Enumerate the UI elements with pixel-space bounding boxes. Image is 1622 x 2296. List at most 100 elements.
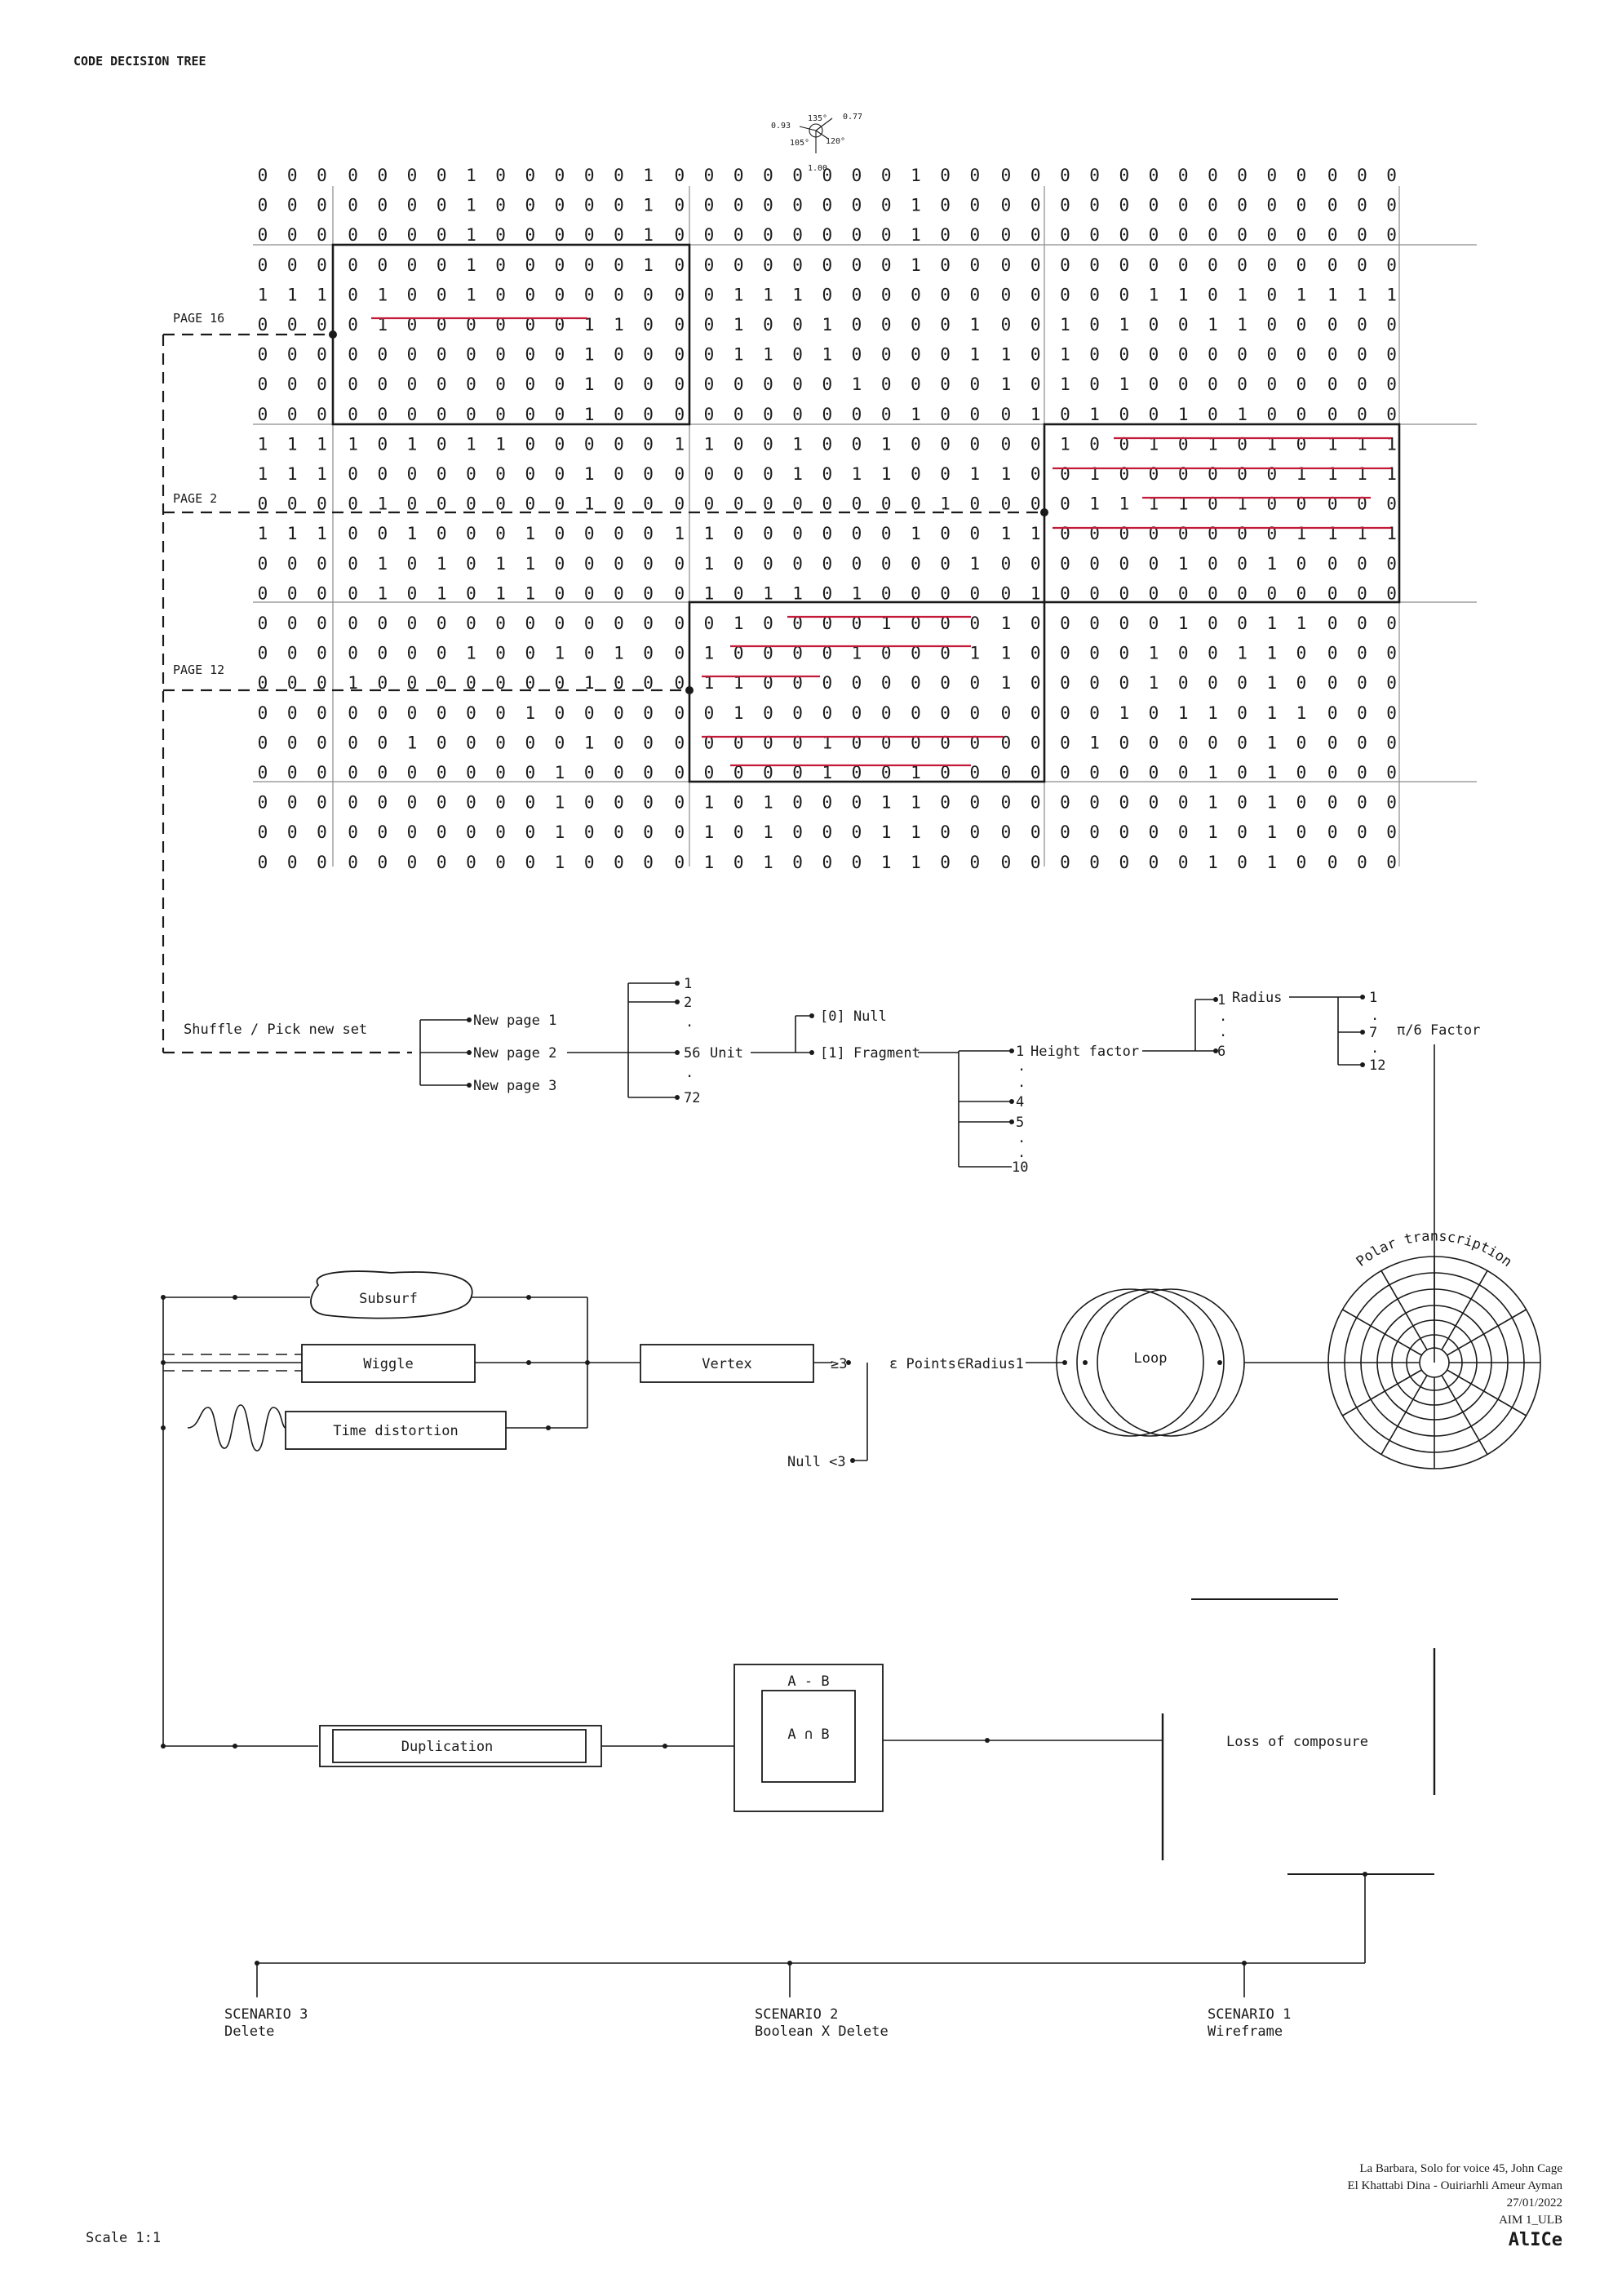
bit-cell: 0 xyxy=(287,375,298,394)
bit-cell: 0 xyxy=(525,644,535,663)
bit-cell: 0 xyxy=(1208,225,1218,245)
bit-cell: 1 xyxy=(1327,285,1338,304)
unit-num-2: 2 xyxy=(684,995,692,1011)
bit-cell: 0 xyxy=(555,583,565,603)
bit-cell: 0 xyxy=(911,703,921,723)
bit-cell: 1 xyxy=(763,285,773,304)
radius-num-dot1: . xyxy=(1219,1008,1227,1025)
bit-cell: 0 xyxy=(1030,793,1041,813)
bit-cell: 1 xyxy=(525,524,535,543)
bit-cell: 0 xyxy=(911,494,921,514)
bit-cell: 0 xyxy=(495,614,506,633)
bit-cell: 0 xyxy=(1089,703,1100,723)
bit-cell: 0 xyxy=(407,375,418,394)
bit-cell: 0 xyxy=(1237,464,1248,484)
bit-cell: 0 xyxy=(1001,703,1012,723)
bit-cell: 0 xyxy=(407,793,418,813)
bit-cell: 1 xyxy=(969,644,980,663)
bit-cell: 0 xyxy=(940,464,951,484)
radius-label: Radius xyxy=(1232,990,1282,1006)
bit-cell: 0 xyxy=(495,196,506,215)
bit-cell: 0 xyxy=(317,255,327,275)
bit-cell: 0 xyxy=(940,524,951,543)
bit-cell: 0 xyxy=(1030,166,1041,185)
bit-cell: 0 xyxy=(852,166,862,185)
bit-cell: 0 xyxy=(852,494,862,514)
bit-cell: 0 xyxy=(704,196,715,215)
bit-cell: 0 xyxy=(466,494,476,514)
bit-cell: 1 xyxy=(584,494,595,514)
bit-cell: 0 xyxy=(1386,196,1397,215)
bit-cell: 0 xyxy=(377,733,388,752)
bit-cell: 0 xyxy=(1208,345,1218,365)
bit-cell: 1 xyxy=(1060,315,1070,335)
bit-cell: 0 xyxy=(1266,345,1277,365)
bit-cell: 0 xyxy=(1296,583,1307,603)
bit-cell: 0 xyxy=(674,853,685,872)
bit-cell: 0 xyxy=(1001,166,1012,185)
polar-spoke xyxy=(1381,1270,1427,1350)
bit-cell: 0 xyxy=(1296,225,1307,245)
bit-cell: 0 xyxy=(1149,375,1159,394)
bit-cell: 0 xyxy=(704,464,715,484)
bit-cell: 1 xyxy=(763,822,773,842)
bit-cell: 0 xyxy=(525,822,535,842)
bit-cell: 0 xyxy=(1030,554,1041,574)
bit-cell: 0 xyxy=(1178,464,1189,484)
bit-cell: 0 xyxy=(437,405,447,424)
bit-cell: 0 xyxy=(348,703,358,723)
bit-cell: 0 xyxy=(1089,196,1100,215)
bit-cell: 1 xyxy=(377,285,388,304)
bit-cell: 0 xyxy=(733,196,744,215)
bit-cell: 1 xyxy=(852,464,862,484)
bit-cell: 1 xyxy=(1089,494,1100,514)
polar-spoke xyxy=(1447,1310,1527,1355)
bit-cell: 0 xyxy=(643,614,654,633)
bit-cell: 0 xyxy=(317,853,327,872)
bit-cell: 0 xyxy=(852,822,862,842)
page-label-12: PAGE 12 xyxy=(173,663,224,677)
bit-cell: 0 xyxy=(437,494,447,514)
bit-cell: 0 xyxy=(614,345,624,365)
bit-cell: 1 xyxy=(733,345,744,365)
compass-icon: 135° 0.93 0.77 105° 120° 1.00 xyxy=(771,113,862,173)
bit-cell: 0 xyxy=(407,763,418,782)
bit-cell: 0 xyxy=(1266,583,1277,603)
bit-cell: 0 xyxy=(437,285,447,304)
bit-cell: 0 xyxy=(1208,583,1218,603)
bit-cell: 0 xyxy=(466,614,476,633)
bit-cell: 0 xyxy=(1149,853,1159,872)
bit-cell: 0 xyxy=(1030,494,1041,514)
bit-cell: 0 xyxy=(377,166,388,185)
bit-cell: 0 xyxy=(437,733,447,752)
bit-cell: 0 xyxy=(881,166,892,185)
bit-cell: 0 xyxy=(258,614,268,633)
bit-cell: 0 xyxy=(1296,793,1307,813)
bit-cell: 0 xyxy=(555,345,565,365)
bit-cell: 1 xyxy=(1237,644,1248,663)
bit-cell: 0 xyxy=(1119,822,1129,842)
bit-cell: 0 xyxy=(643,644,654,663)
bit-cell: 0 xyxy=(1266,375,1277,394)
bit-cell: 1 xyxy=(555,644,565,663)
polar-spoke xyxy=(1442,1376,1487,1455)
bit-cell: 1 xyxy=(495,583,506,603)
bit-cell: 0 xyxy=(1357,375,1367,394)
bit-cell: 0 xyxy=(792,703,803,723)
bit-cell: 0 xyxy=(1149,763,1159,782)
bit-cell: 0 xyxy=(643,434,654,454)
bit-cell: 0 xyxy=(940,703,951,723)
bit-cell: 1 xyxy=(1178,703,1189,723)
logo: AlICe xyxy=(1509,2230,1562,2250)
bit-cell: 0 xyxy=(674,733,685,752)
bit-cell: 0 xyxy=(822,166,832,185)
bit-cell: 1 xyxy=(1149,673,1159,693)
bit-cell: 1 xyxy=(377,554,388,574)
bit-cell: 0 xyxy=(437,434,447,454)
bit-cell: 1 xyxy=(1386,464,1397,484)
bit-cell: 1 xyxy=(704,853,715,872)
bit-cell: 0 xyxy=(1178,583,1189,603)
bit-cell: 0 xyxy=(792,255,803,275)
bit-cell: 0 xyxy=(643,763,654,782)
bit-cell: 0 xyxy=(940,583,951,603)
